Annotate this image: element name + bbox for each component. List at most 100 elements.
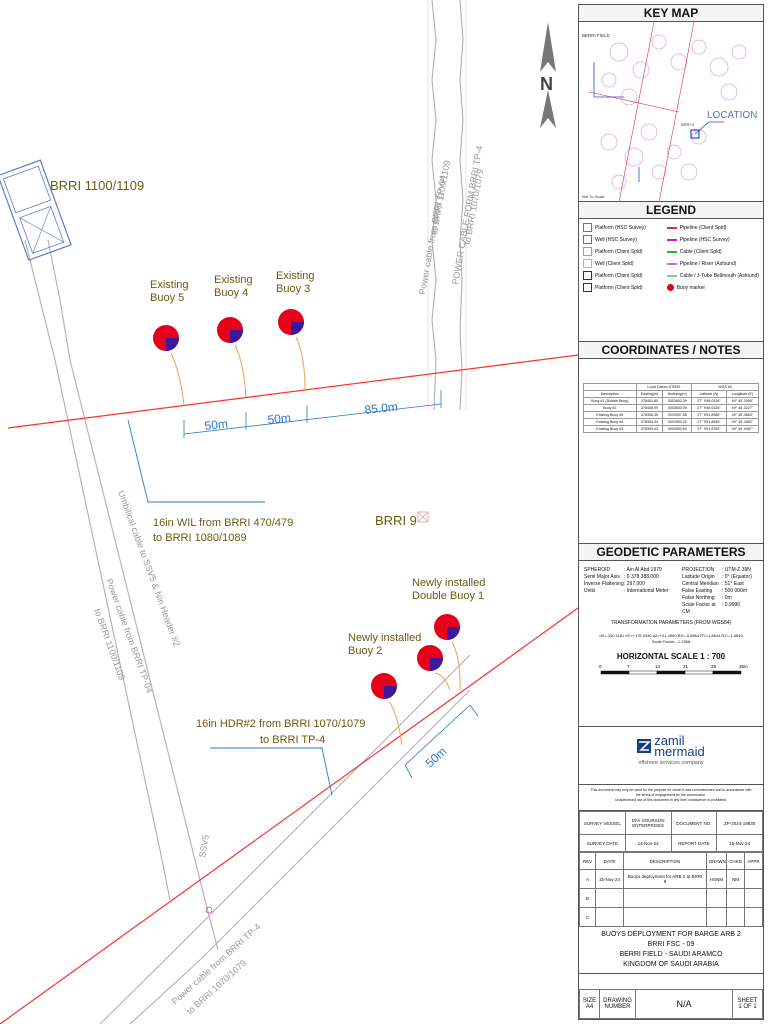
buoy-accent <box>166 338 179 351</box>
geodetic-key: Central Meridian <box>682 581 719 587</box>
coord-cell: 49° 45'.3227" <box>725 404 760 412</box>
coordinates-section: COORDINATES / NOTES Local Datum UTM39 WG… <box>579 342 763 544</box>
legend-symbol-icon <box>583 223 592 232</box>
legend-item: Well (HSC Survey) <box>583 235 663 244</box>
coord-cell: Existing Buoy #5 <box>583 411 637 419</box>
geodetic-row: Semi Major Axis: 6 378 388.000 <box>584 574 672 581</box>
legend-item: Cable (Client Spld) <box>666 247 759 256</box>
revision-cell: NM <box>726 869 745 889</box>
coord-cell: 3003830.09 <box>662 404 693 412</box>
disclaimer: This document may only be used for the p… <box>579 785 763 811</box>
geodetic-value: : 6 378 388.000 <box>624 574 659 580</box>
legend-symbol-icon <box>666 262 677 265</box>
legend-item-label: Platform (Client Spld) <box>595 284 643 291</box>
geodetic-value: : 51° East <box>722 581 744 587</box>
coord-head-group-1: Local Datum UTM39 <box>635 383 693 391</box>
geodetic-key: Latitude Origin <box>682 574 715 580</box>
scale-tick-label: 0 <box>599 664 602 669</box>
coord-cell: 3003953.02 <box>662 418 693 426</box>
legend-symbol-icon <box>666 226 677 229</box>
legend-item-label: Platform (Client Spld) <box>595 248 643 255</box>
dimension-50m-a: 50m <box>204 417 229 433</box>
scale-segment <box>600 670 630 675</box>
coord-cell: 49° 45'.4087" <box>725 425 760 433</box>
geodetic-value: : 0.9996 <box>722 602 741 608</box>
drawing-number-value: N/A <box>635 989 733 1019</box>
document-no-label: DOCUMENT NO. <box>670 811 718 835</box>
legend-symbol-icon <box>583 247 592 256</box>
coord-head-group-2: WGS 84 <box>691 383 759 391</box>
transform-scale: Scale Factor: -1.2368 <box>651 639 691 644</box>
legend-item: Platform (HSC Survey) <box>583 223 663 232</box>
legend-item: Platform (Client Spld) <box>583 283 663 292</box>
company-logo-section: zamil mermaid offshore services company <box>579 727 763 785</box>
buoy-label-name: Buoy 2 <box>348 645 382 657</box>
coord-cell: 378306.35 <box>635 411 664 419</box>
platform-brri-9-label: BRRI 9 <box>375 513 417 528</box>
revision-cell <box>595 888 624 908</box>
buoy-marker[interactable] <box>417 645 451 691</box>
geodetic-key: Scale Factor at CM <box>682 602 716 615</box>
coord-cell: 3003957.88 <box>662 411 693 419</box>
geodetic-key: SPHEROID <box>584 567 611 573</box>
key-map[interactable]: BERRI FIELD LOCATION BRRI 9 Not To Scale <box>579 21 763 203</box>
legend-item-label: Cable (Client Spld) <box>679 248 722 255</box>
legend-symbol-icon <box>666 250 677 253</box>
legend-symbol-icon <box>666 238 677 241</box>
coord-cell: 49° 45'.4082" <box>725 418 760 426</box>
legend-symbol-icon <box>583 271 592 280</box>
legend-item: Cable / J-Tube Bellmouth (Asfound) <box>666 271 759 280</box>
legend-symbol-icon <box>583 283 592 292</box>
ssv5-label: SSV5 <box>197 834 211 858</box>
geodetic-value: : 297.000 <box>624 581 645 587</box>
geodetic-row: Inverse Flattening: 297.000 <box>584 581 672 588</box>
buoy-accent <box>291 322 304 335</box>
coord-cell: 49° 45'.3095" <box>725 397 760 405</box>
key-map-location: LOCATION <box>707 110 757 121</box>
pipeline-hdr <box>0 607 578 1024</box>
revision-cell: A <box>579 869 596 889</box>
geodetic-row: False Northing: 0m <box>682 595 768 602</box>
drawing-number-label: DRAWING NUMBER <box>599 989 636 1019</box>
buoy-marker[interactable] <box>217 317 247 398</box>
coord-cell: Existing Buoy #4 <box>583 418 637 426</box>
survey-vessel-value: DIVI SOURSON ENTERPRISES <box>624 811 672 835</box>
buoy-label-status: Existing <box>276 270 315 282</box>
survey-vessel-label: SURVEY VESSEL <box>579 811 626 835</box>
coord-head-blank <box>583 383 637 391</box>
buoy-marker[interactable] <box>278 309 306 391</box>
pipelines <box>0 354 578 1024</box>
buoy-marker[interactable] <box>371 673 403 746</box>
buoy-marker[interactable] <box>153 325 185 406</box>
revision-cell: B <box>579 888 596 908</box>
legend-item: Buoy marker <box>666 283 759 292</box>
buoy-accent <box>230 330 243 343</box>
legend-item: Pipeline (Client Spld) <box>666 223 759 232</box>
scale-tick-label: 7 <box>627 664 630 669</box>
legend-item-label: Platform (HSC Survey) <box>595 224 646 231</box>
north-label: N <box>540 74 553 94</box>
legend-item-label: Pipeline (HSC Survey) <box>679 236 730 243</box>
hdr-label-1: 16in HDR#2 from BRRI 1070/1079 <box>196 718 365 730</box>
geodetic-value: : International Meter <box>624 588 669 594</box>
geodetic-value: : Ain Al Abd 1970 <box>624 567 662 573</box>
geodetic-row: False Easting: 500 000m <box>682 588 768 595</box>
geodetic-value: : UTM-Z 39N <box>722 567 751 573</box>
platform-brri-1100[interactable] <box>0 159 72 261</box>
geodetic-key: Units <box>584 588 596 594</box>
size-label: SIZE <box>582 998 597 1004</box>
buoy-marker[interactable] <box>434 614 461 691</box>
coord-cell: Existing Buoy #3 <box>583 425 637 433</box>
legend-list: Platform (HSC Survey) Pipeline (Client Sp… <box>579 219 763 296</box>
legend-symbol-icon <box>666 274 677 277</box>
revision-header: DESCRIPTION <box>623 852 707 870</box>
legend-item-label: Well (HSC Survey) <box>595 236 637 243</box>
